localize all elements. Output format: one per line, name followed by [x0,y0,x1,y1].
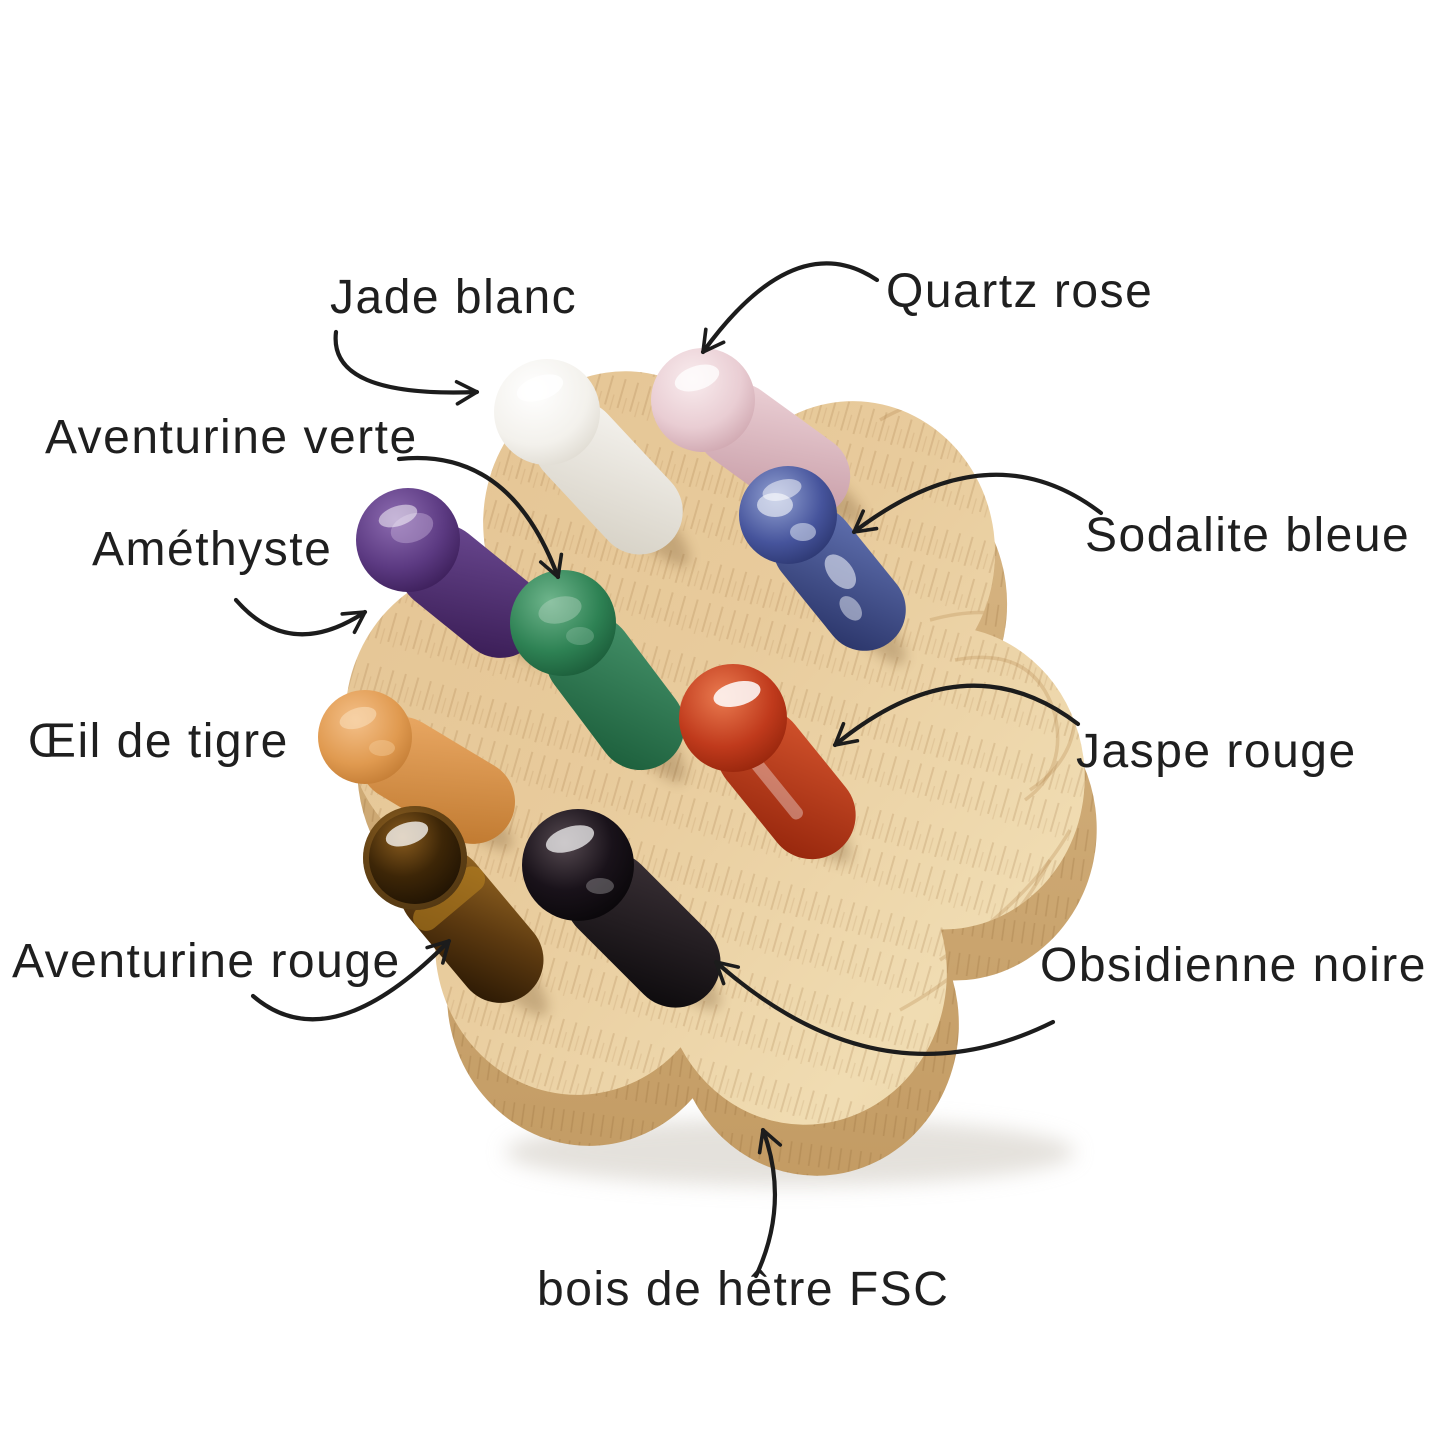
label-quartz-rose: Quartz rose [886,265,1154,318]
jaspe-rouge-arrow [832,683,1081,748]
quartz-rose-arrow [700,261,880,355]
label-jaspe-rouge: Jaspe rouge [1076,725,1357,778]
jade-blanc-arrow [333,329,480,406]
label-aventurine-verte: Aventurine verte [45,411,418,464]
bois-de-hetre-arrow [753,1127,783,1279]
stone-aventurine-rouge [363,806,544,1003]
aventurine-verte-arrow [396,455,564,580]
obsidienne-noire-arrow [713,959,1056,1056]
label-bois-de-hetre-fsc: bois de hêtre FSC [537,1263,950,1316]
aventurine-rouge-arrow [250,938,452,1022]
sodalite-bleue-arrow [851,472,1104,535]
label-sodalite-bleue: Sodalite bleue [1085,509,1411,562]
stone-aventurine-verte [510,570,685,771]
stone-jaspe-rouge [679,664,856,860]
amethyste-arrow [233,597,368,637]
stone-amethyste [356,488,544,658]
label-oeil-de-tigre: Œil de tigre [28,715,289,768]
label-obsidienne-noire: Obsidienne noire [1040,939,1427,992]
label-amethyste: Améthyste [92,523,333,576]
stone-jade-blanc [494,359,683,555]
label-aventurine-rouge: Aventurine rouge [12,935,401,988]
stone-obsidienne-noire [522,809,721,1008]
stone-sodalite-bleue [739,466,906,651]
label-jade-blanc: Jade blanc [330,271,578,324]
stone-oeil-de-tigre [318,690,516,844]
annotation-arrows [233,261,1104,1279]
